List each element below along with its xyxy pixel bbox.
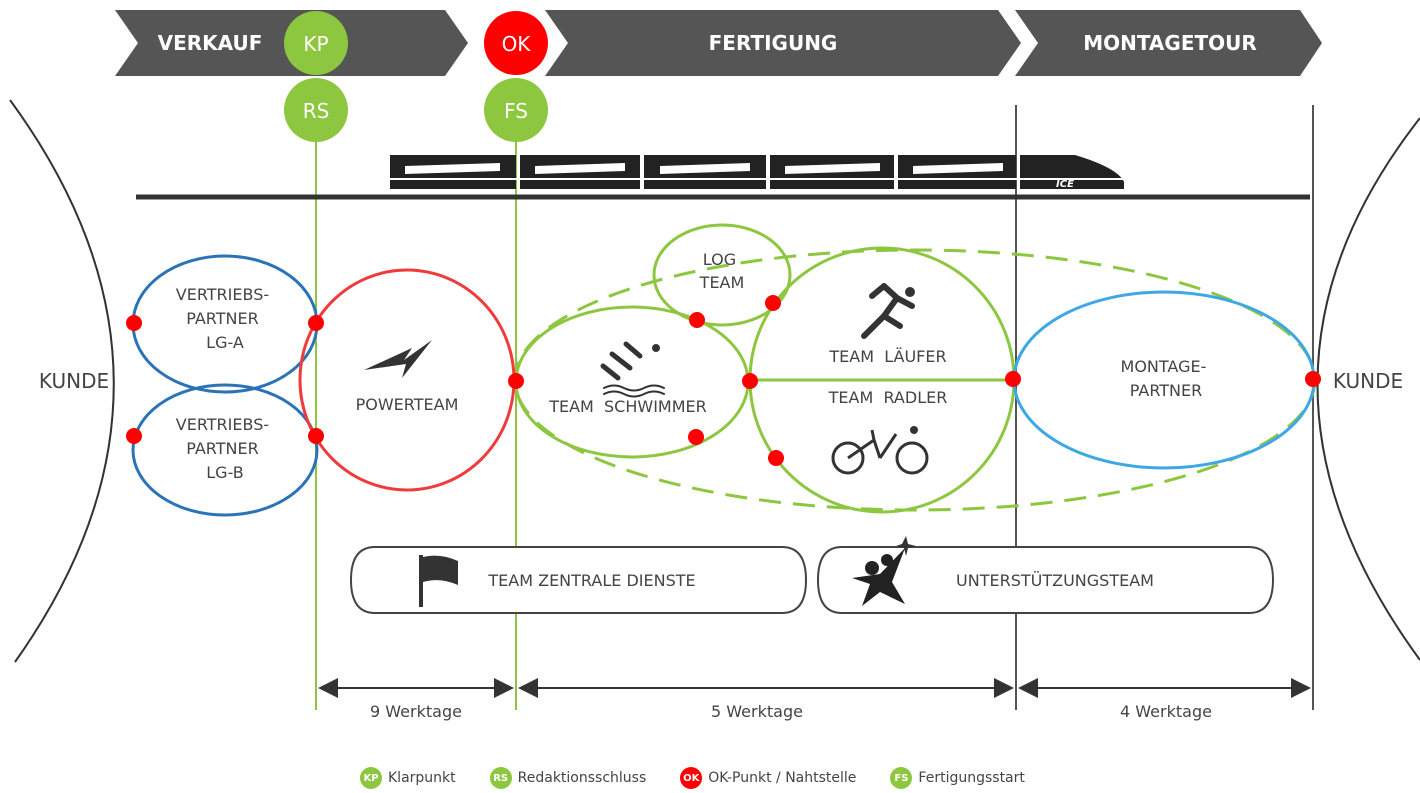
legend-label-rs: Redaktionsschluss — [517, 770, 647, 786]
powerteam-label: POWERTEAM — [356, 395, 459, 414]
legend: KP Klarpunkt RS Redaktionsschluss OK OK-… — [360, 764, 1059, 792]
team-zentrale-dienste-label: TEAM ZENTRALE DIENSTE — [487, 571, 695, 590]
powerteam-circle — [298, 268, 516, 492]
interface-points — [126, 295, 1321, 466]
interface-point — [308, 428, 324, 444]
legend-label-ok: OK-Punkt / Nahtstelle — [708, 770, 857, 786]
kunde-left-arc — [9, 99, 115, 663]
phase-label-fertigung: FERTIGUNG — [709, 31, 838, 55]
interface-point — [689, 312, 705, 328]
duration-label-4: 4 Werktage — [1120, 702, 1212, 721]
kunde-right-label: KUNDE — [1333, 369, 1403, 393]
phase-arrows: VERKAUF FERTIGUNG MONTAGETOUR — [115, 10, 1322, 76]
milestone-kp-label: KP — [303, 32, 328, 56]
cheerleader-icon — [852, 536, 916, 606]
milestone-fs-label: FS — [504, 99, 528, 123]
unterstuetzungsteam-band: UNTERSTÜTZUNGSTEAM — [816, 536, 1275, 614]
swimmer-icon — [600, 341, 665, 398]
legend-badge-fs: FS — [890, 767, 913, 789]
milestone-ok: OK — [484, 11, 548, 75]
phase-label-montagetour: MONTAGETOUR — [1083, 31, 1257, 55]
interface-point — [688, 429, 704, 445]
team-zentrale-dienste-band: TEAM ZENTRALE DIENSTE — [349, 546, 808, 614]
duration-label-9: 9 Werktage — [370, 702, 462, 721]
legend-item-fs: FS Fertigungsstart — [890, 767, 1025, 789]
lightning-icon — [364, 340, 432, 378]
legend-badge-rs: RS — [489, 767, 512, 789]
team-schwimmer-circle — [514, 305, 750, 459]
milestone-kp: KP — [284, 11, 348, 75]
montagepartner-label: MONTAGE- PARTNER — [1121, 357, 1212, 400]
phase-arrow-fertigung — [545, 10, 1021, 76]
flag-icon — [419, 555, 458, 607]
ice-train-icon: ICE — [390, 155, 1126, 190]
milestone-fs: FS — [484, 78, 548, 142]
interface-point — [126, 315, 142, 331]
interface-point — [508, 373, 524, 389]
milestone-rs: RS — [284, 78, 348, 142]
log-team-circle — [652, 223, 792, 327]
milestone-ok-label: OK — [502, 32, 532, 56]
montagepartner-circle — [1012, 290, 1316, 470]
interface-point — [308, 315, 324, 331]
vertriebspartner-lg-b-circle — [131, 383, 319, 517]
bicycle-icon — [831, 426, 929, 475]
legend-badge-ok: OK — [680, 767, 703, 789]
phase-arrow-montagetour — [1015, 10, 1322, 76]
interface-point — [742, 373, 758, 389]
interface-point — [1005, 371, 1021, 387]
unterstuetzungsteam-label: UNTERSTÜTZUNGSTEAM — [956, 571, 1154, 590]
vertriebspartner-lg-b-label: VERTRIEBS- PARTNER LG-B — [176, 415, 274, 482]
ice-train-label: ICE — [1056, 179, 1074, 190]
runner-icon — [861, 283, 915, 339]
team-laeufer-label: TEAM LÄUFER — [828, 347, 946, 366]
legend-label-fs: Fertigungsstart — [918, 770, 1025, 786]
log-team-label: LOG TEAM — [699, 250, 745, 292]
legend-label-kp: Klarpunkt — [388, 770, 456, 786]
kunde-left-label: KUNDE — [39, 369, 109, 393]
interface-point — [768, 450, 784, 466]
legend-item-kp: KP Klarpunkt — [360, 767, 456, 789]
interface-point — [126, 428, 142, 444]
interface-point — [765, 295, 781, 311]
vertriebspartner-lg-a-label: VERTRIEBS- PARTNER LG-A — [176, 285, 274, 352]
legend-item-ok: OK OK-Punkt / Nahtstelle — [680, 767, 856, 789]
phase-label-verkauf: VERKAUF — [158, 31, 263, 55]
legend-item-rs: RS Redaktionsschluss — [489, 767, 647, 789]
duration-label-5: 5 Werktage — [711, 702, 803, 721]
legend-badge-kp: KP — [360, 767, 382, 789]
interface-point — [1305, 371, 1321, 387]
team-schwimmer-label: TEAM SCHWIMMER — [548, 397, 707, 416]
team-radler-label: TEAM RADLER — [828, 388, 948, 407]
milestone-rs-label: RS — [303, 99, 330, 123]
